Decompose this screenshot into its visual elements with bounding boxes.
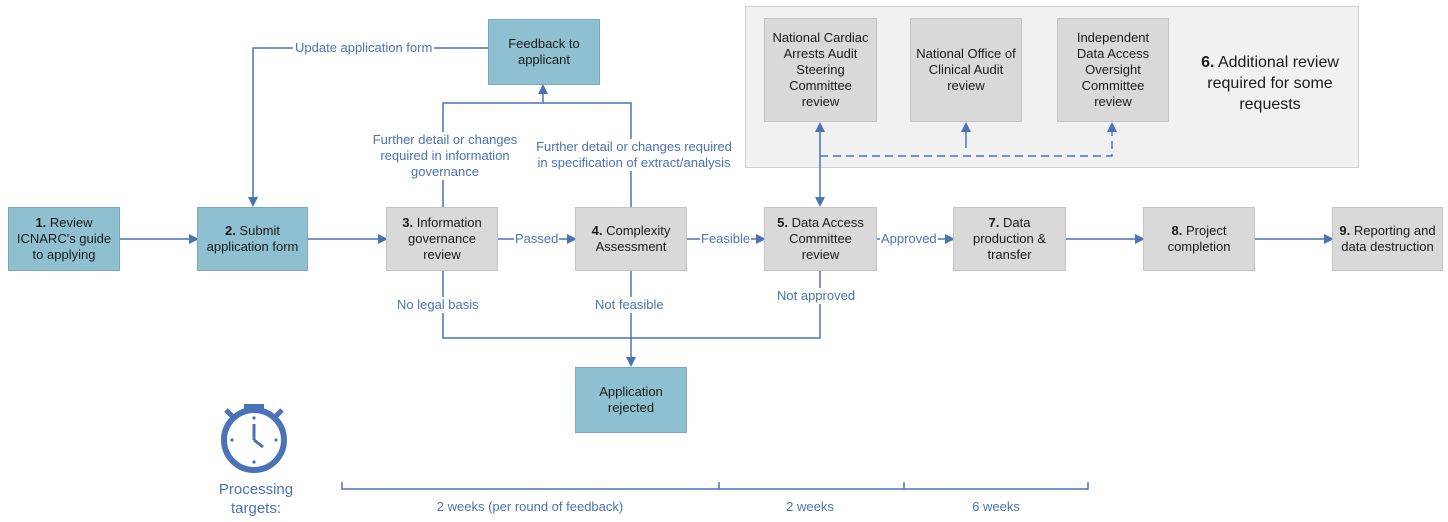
review-idaoc-box: Independent Data Access Oversight Commit… [1057, 18, 1169, 122]
label-passed: Passed [514, 231, 560, 247]
review-noca-box: National Office of Clinical Audit review [910, 18, 1022, 122]
review-noca-text: National Office of Clinical Audit review [916, 46, 1016, 93]
label-approved: Approved [880, 231, 938, 247]
timeline-segment-3: 6 weeks [972, 499, 1020, 514]
feedback-text: Feedback to applicant [508, 36, 580, 67]
label-not-feasible: Not feasible [593, 297, 666, 313]
step-7-text: Data production & transfer [973, 215, 1046, 262]
step-9-box: 9. Reporting and data destruction [1332, 207, 1443, 271]
step-8-box: 8. Project completion [1143, 207, 1255, 271]
additional-review-title: 6. Additional review required for some r… [1190, 52, 1350, 115]
step-5-box: 5. Data Access Committee review [764, 207, 877, 271]
additional-num: 6. [1201, 54, 1215, 71]
feedback-box: Feedback to applicant [488, 19, 600, 85]
label-further-spec: Further detail or changes required in sp… [534, 139, 734, 171]
stopwatch-icon [221, 404, 287, 473]
step-4-text: Complexity Assessment [595, 223, 671, 254]
review-idaoc-text: Independent Data Access Oversight Commit… [1076, 30, 1150, 109]
step-2-num: 2. [225, 223, 236, 238]
step-3-text: Information governance review [408, 215, 482, 262]
review-ncaa-text: National Cardiac Arrests Audit Steering … [772, 30, 869, 109]
step-1-text: Review ICNARC's guide to applying [16, 215, 112, 262]
edge-update-form [248, 47, 488, 207]
step-1-box: 1. Review ICNARC's guide to applying [8, 207, 120, 271]
step-7-box: 7. Data production & transfer [953, 207, 1066, 271]
rejected-text: Application rejected [599, 384, 663, 415]
review-ncaa-box: National Cardiac Arrests Audit Steering … [764, 18, 877, 122]
step-1-num: 1. [35, 215, 47, 230]
step-3-num: 3. [402, 215, 414, 230]
timeline-segment-2: 2 weeks [786, 499, 834, 514]
step-2-box: 2. Submit application form [197, 207, 308, 271]
rejected-box: Application rejected [575, 367, 687, 433]
step-5-text: Data Access Committee review [789, 215, 864, 262]
step-2-text: Submit application form [206, 223, 299, 254]
label-no-legal-basis: No legal basis [395, 297, 481, 313]
step-9-text: Reporting and data destruction [1341, 223, 1436, 254]
label-feasible: Feasible [700, 231, 752, 247]
step-4-box: 4. Complexity Assessment [575, 207, 687, 271]
step-5-num: 5. [777, 215, 788, 230]
step-3-box: 3. Information governance review [386, 207, 498, 271]
processing-targets-label: Processing targets: [218, 481, 294, 517]
label-further-ig: Further detail or changes required in in… [368, 132, 522, 180]
step-4-num: 4. [591, 223, 603, 238]
label-update-form: Update application form [293, 40, 435, 56]
step-7-num: 7. [988, 215, 1000, 230]
step-9-num: 9. [1339, 223, 1351, 238]
step-8-num: 8. [1171, 223, 1183, 238]
edge-dashed-reviews [820, 122, 1117, 157]
additional-title-text: Additional review required for some requ… [1207, 54, 1339, 113]
timeline-segment-1: 2 weeks (per round of feedback) [436, 499, 624, 514]
step-8-text: Project completion [1167, 223, 1231, 254]
label-not-approved: Not approved [775, 288, 858, 304]
timeline-line [341, 482, 1089, 490]
